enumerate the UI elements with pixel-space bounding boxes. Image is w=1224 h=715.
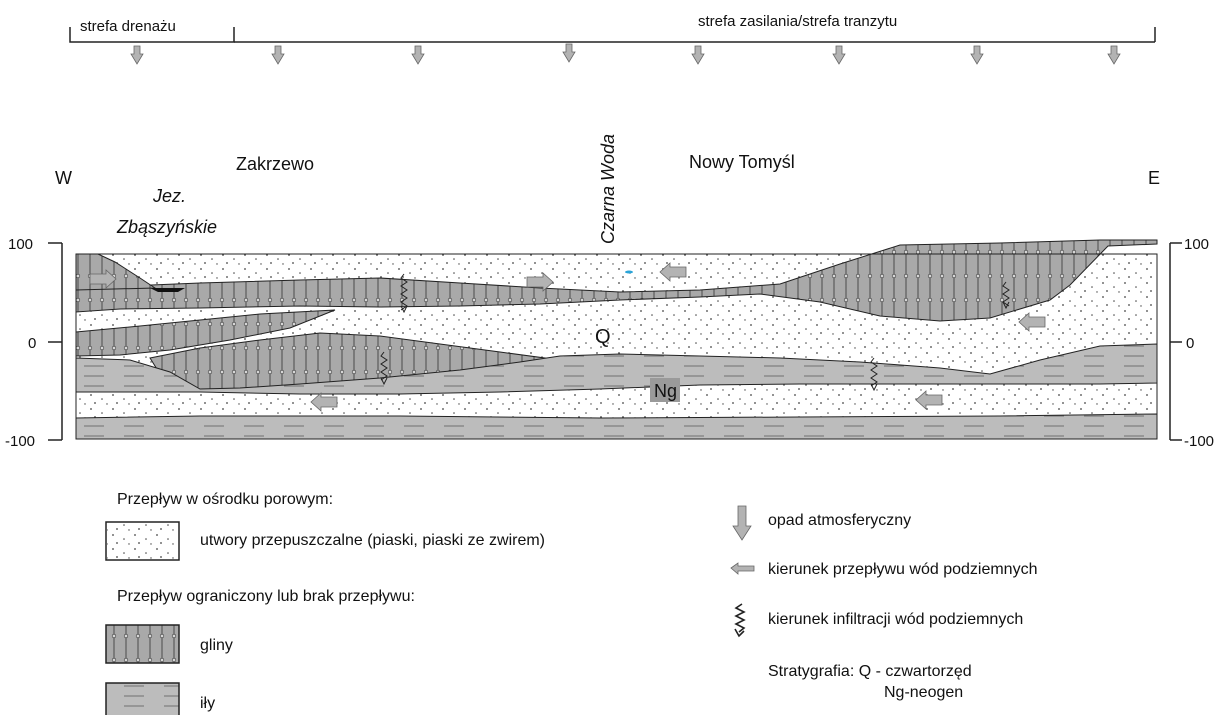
rain-arrow-icon: [411, 45, 425, 65]
silt-layer-neogene: [75, 343, 1158, 395]
legend-swatch-silt: [105, 682, 180, 715]
flow-arrow-icon: [89, 269, 117, 289]
lake-label-line2: Zbąszyńskie: [116, 217, 217, 237]
legend-infiltration-icon: [734, 603, 746, 638]
silt-layer-bottom: [75, 413, 1158, 440]
legend-clay-label: gliny: [200, 637, 233, 654]
west-label: W: [55, 168, 72, 188]
rain-arrow-icon: [970, 45, 984, 65]
rain-arrow-icon: [562, 43, 576, 63]
legend-permeable-label: utwory przepuszczalne (piaski, piaski ze…: [200, 532, 545, 549]
legend-flow-icon: [730, 562, 755, 575]
left-tick-0: 0: [28, 335, 36, 352]
legend-rain-icon: [732, 505, 752, 541]
legend-strat-line2: Ng-neogen: [884, 684, 963, 701]
zone-bracket: [69, 27, 1156, 43]
zone-drainage-label: strefa drenażu: [80, 18, 176, 35]
rain-arrow-icon: [271, 45, 285, 65]
flow-arrows: [89, 262, 1046, 412]
flow-arrow-icon: [526, 272, 554, 292]
infiltration-arrow-icon: [400, 273, 408, 314]
legend-porous-header: Przepływ w ośrodku porowym:: [117, 491, 333, 508]
right-tick-0: 0: [1186, 335, 1194, 352]
legend-rain-label: opad atmosferyczny: [768, 512, 911, 529]
lake-label-line1: Jez.: [152, 186, 186, 206]
quaternary-label: Q: [595, 326, 611, 348]
legend-swatch-clay: [105, 624, 180, 664]
czarna-woda-label: Czarna Woda: [598, 134, 618, 244]
clay-lens-west: [75, 309, 336, 357]
flow-arrow-icon: [1018, 312, 1046, 332]
rain-arrow-icon: [1107, 45, 1121, 65]
rain-arrows: [130, 43, 1121, 65]
legend-silt-label: iły: [200, 695, 215, 712]
zone-recharge-label: strefa zasilania/strefa tranzytu: [698, 13, 897, 30]
rain-arrow-icon: [691, 45, 705, 65]
rain-arrow-icon: [130, 45, 144, 65]
right-tick-minus100: -100: [1184, 433, 1214, 450]
flow-arrow-icon: [659, 262, 687, 282]
geologic-cross-section: [75, 239, 1158, 440]
flow-arrow-icon: [310, 392, 338, 412]
zakrzewo-label: Zakrzewo: [236, 154, 314, 174]
east-label: E: [1148, 168, 1160, 188]
ng-label-bg: [650, 378, 680, 402]
right-elevation-axis: [1169, 242, 1182, 441]
neogene-label: Ng: [654, 381, 677, 401]
infiltration-arrow-icon: [1002, 281, 1010, 310]
rain-arrow-icon: [832, 45, 846, 65]
infiltration-arrows: [380, 273, 1010, 392]
legend-flow-label: kierunek przepływu wód podziemnych: [768, 561, 1037, 578]
legend-strat-line1: Stratygrafia: Q - czwartorzęd: [768, 663, 972, 680]
right-tick-100: 100: [1184, 236, 1209, 253]
infiltration-arrow-icon: [870, 357, 878, 392]
flow-arrow-icon: [915, 390, 943, 410]
left-elevation-axis: [48, 242, 63, 441]
left-tick-100: 100: [8, 236, 33, 253]
river-czarna-woda: [625, 270, 633, 274]
legend-infiltration-label: kierunek infiltracji wód podziemnych: [768, 611, 1023, 628]
nowy-tomysl-label: Nowy Tomyśl: [689, 152, 795, 172]
infiltration-arrow-icon: [380, 351, 388, 386]
left-tick-minus100: -100: [5, 433, 35, 450]
lake-shape: [150, 288, 185, 292]
legend: Przepływ w ośrodku porowym: utwory przep…: [105, 491, 1037, 715]
legend-limited-header: Przepływ ograniczony lub brak przepływu:: [117, 588, 415, 605]
